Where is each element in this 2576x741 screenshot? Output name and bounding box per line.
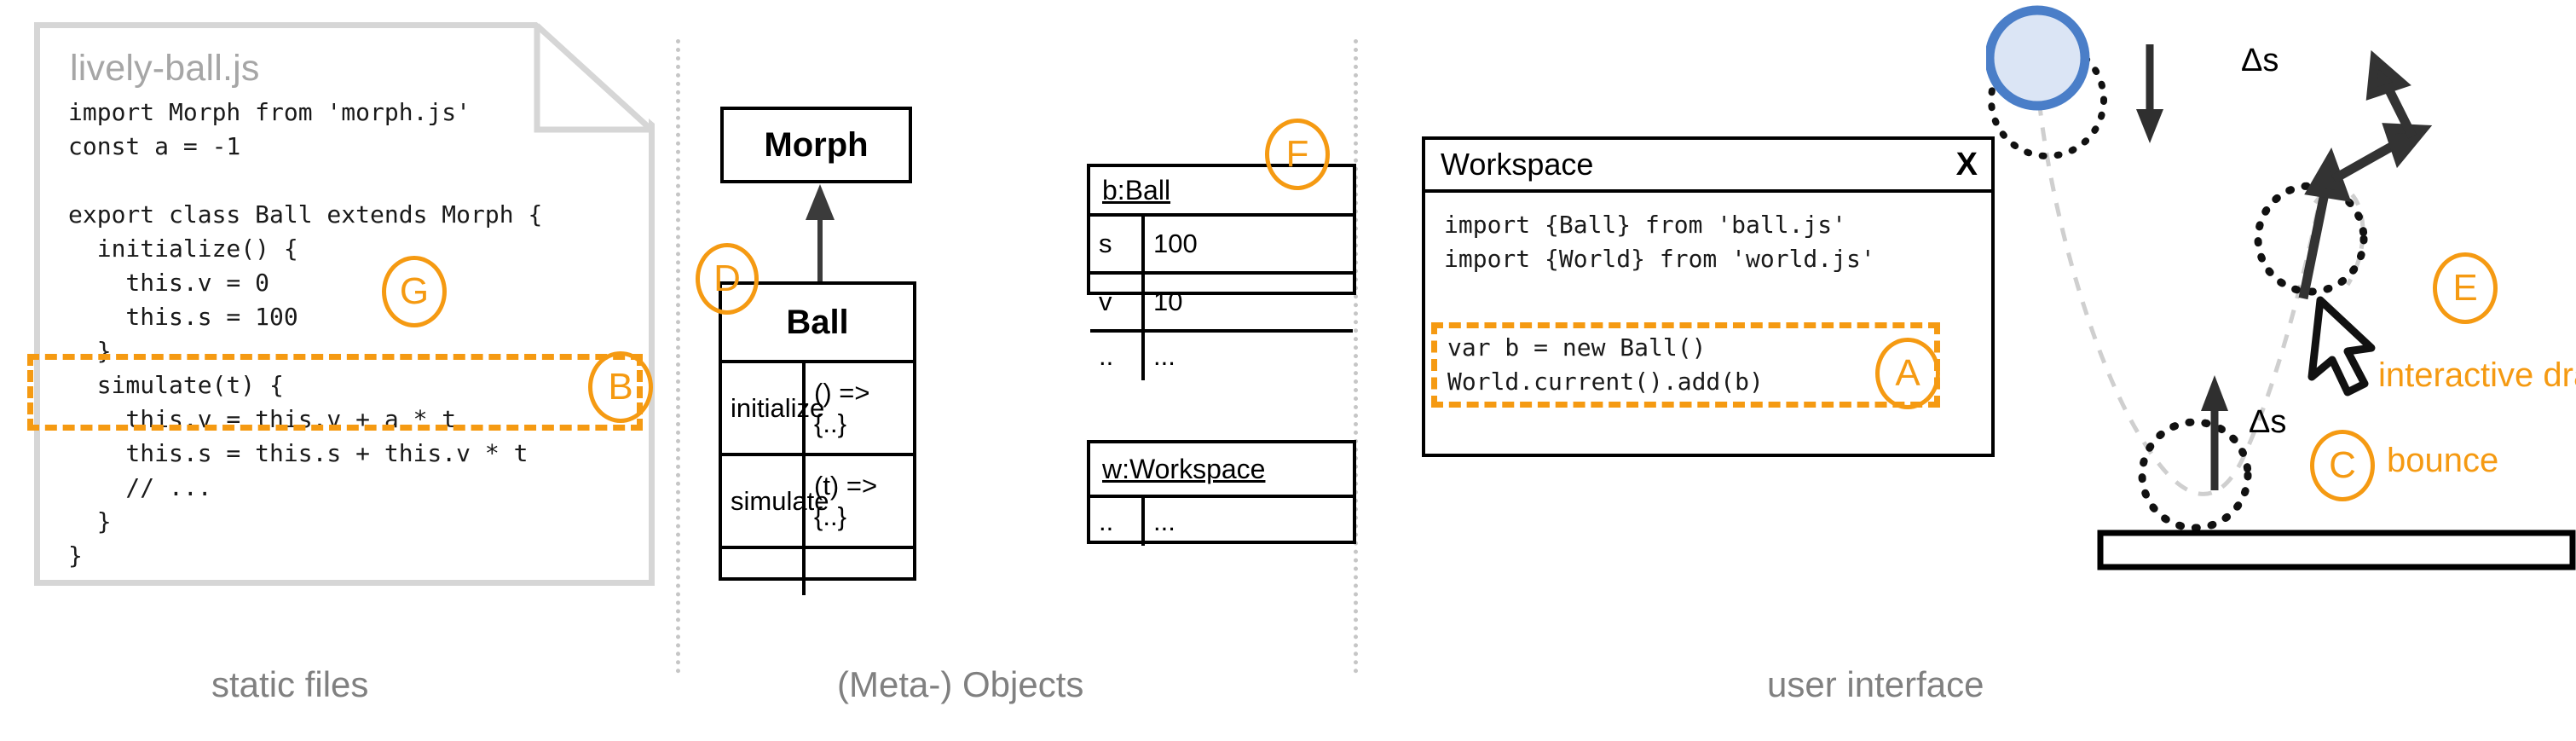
delta-s-label-bottom: Δs — [2249, 404, 2287, 440]
marker-g: G — [382, 256, 447, 327]
uml-row: simulate (t) => {..} — [722, 453, 913, 546]
uml-class-ball: Ball initialize () => {..} simulate (t) … — [719, 281, 916, 595]
column-divider-right — [1354, 39, 1358, 674]
paper-body — [34, 22, 655, 586]
workspace-code-top[interactable]: import {Ball} from 'ball.js' import {Wor… — [1444, 211, 1875, 273]
object-key: s — [1099, 229, 1112, 258]
uml-row: initialize () => {..} — [722, 360, 913, 453]
object-title-text: b:Ball — [1102, 174, 1171, 206]
workspace-titlebar[interactable]: Workspace X — [1425, 140, 1991, 193]
highlight-box-workspace-snippet — [1431, 322, 1940, 408]
marker-e: E — [2433, 252, 2498, 324]
object-box-b-ball-title: b:Ball — [1090, 167, 1353, 213]
delta-s-label-top: Δs — [2241, 43, 2279, 78]
uml-method-name: simulate — [731, 485, 829, 516]
object-value: 100 — [1141, 217, 1353, 271]
workspace-code-highlighted[interactable]: var b = new Ball() World.current().add(b… — [1447, 333, 1764, 396]
ball-physics-scene — [1986, 0, 2576, 614]
label-bounce: bounce — [2387, 442, 2499, 479]
object-key: .. — [1099, 341, 1114, 371]
object-row: .. ... — [1090, 495, 1353, 546]
object-row: v 10 — [1090, 271, 1353, 329]
marker-a: A — [1875, 338, 1940, 409]
file-name-label: lively-ball.js — [70, 48, 260, 89]
uml-method-name: .. — [731, 557, 746, 587]
uml-row: .. ... — [722, 546, 913, 595]
object-row: .. ... — [1090, 329, 1353, 380]
caption-static-files: static files — [211, 664, 369, 704]
object-title-text: w:Workspace — [1102, 453, 1266, 484]
static-file-page: lively-ball.js import Morph from 'morph.… — [34, 22, 655, 586]
object-value: ... — [1141, 333, 1353, 380]
object-value: 10 — [1141, 275, 1353, 329]
uml-class-morph-name: Morph — [764, 125, 869, 164]
uml-method-value: () => {..} — [802, 363, 913, 453]
file-source-code: import Morph from 'morph.js' const a = -… — [68, 98, 543, 570]
marker-d: D — [696, 243, 759, 315]
caption-meta-objects: (Meta-) Objects — [837, 664, 1084, 704]
uml-method-name: initialize — [731, 392, 825, 423]
object-row: s 100 — [1090, 213, 1353, 271]
object-key: v — [1099, 287, 1112, 316]
uml-class-morph: Morph — [720, 107, 912, 183]
workspace-title: Workspace — [1441, 147, 1594, 182]
object-value: ... — [1141, 498, 1353, 546]
object-box-w-workspace: w:Workspace .. ... — [1087, 440, 1356, 546]
marker-f: F — [1265, 119, 1330, 190]
uml-method-value: ... — [802, 549, 913, 595]
column-divider-left — [676, 39, 680, 674]
close-icon[interactable]: X — [1955, 146, 1978, 182]
uml-method-value: (t) => {..} — [802, 456, 913, 546]
object-box-w-workspace-title: w:Workspace — [1090, 443, 1353, 495]
object-key: .. — [1099, 507, 1114, 536]
highlight-box-simulate — [27, 354, 643, 431]
label-interactive-drag: interactive drag — [2378, 356, 2576, 394]
caption-user-interface: user interface — [1767, 664, 1984, 704]
uml-class-ball-name: Ball — [786, 303, 849, 341]
object-box-b-ball: b:Ball s 100 v 10 .. ... — [1087, 164, 1356, 380]
marker-c: C — [2310, 430, 2375, 501]
page-fold-icon — [34, 22, 655, 586]
marker-b: B — [588, 351, 653, 423]
inheritance-arrow-icon — [794, 182, 846, 285]
